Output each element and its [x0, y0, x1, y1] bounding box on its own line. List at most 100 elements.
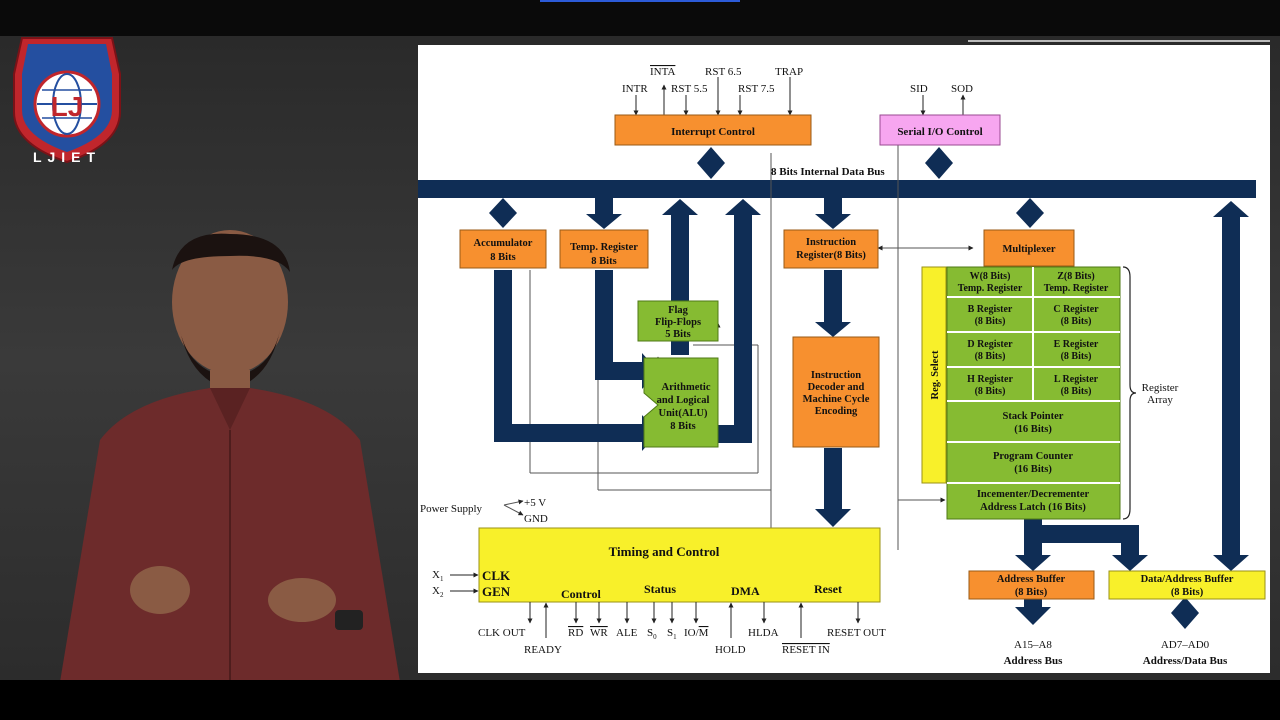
rst65-label: RST 6.5 — [705, 66, 742, 78]
reset-label: Reset — [814, 582, 842, 596]
accumulator-label: Accumulator — [474, 238, 533, 249]
e-register-bits: (8 Bits) — [1061, 351, 1092, 362]
data-address-buffer-block — [1108, 570, 1266, 600]
power-supply-label: Power Supply — [420, 503, 483, 515]
w-register-label: W(8 Bits) — [970, 271, 1011, 282]
accumulator-bits: 8 Bits — [490, 252, 515, 263]
gnd-label: GND — [524, 513, 548, 525]
serial-io-label: Serial I/O Control — [897, 126, 982, 138]
stack-pointer-label: Stack Pointer — [1003, 411, 1064, 422]
inta-label: INTA — [650, 66, 675, 78]
ljiet-logo: LJ LJIET — [13, 37, 121, 165]
internal-data-bus — [418, 180, 1256, 198]
x2-label: X2 — [432, 585, 444, 599]
alu-line1: Arithmetic — [662, 382, 711, 393]
incrementer-label: Incementer/Decrementer — [977, 489, 1090, 500]
timing-control-block — [478, 527, 881, 603]
register-array-bracket — [1122, 266, 1137, 520]
flag-flipflops-block — [637, 300, 719, 342]
bus-arrows — [489, 147, 1249, 629]
ad7-ad0-label: AD7–AD0 — [1161, 639, 1210, 651]
b-register-bits: (8 Bits) — [975, 316, 1006, 327]
instruction-register-label: Instruction — [806, 237, 856, 248]
gen-label: GEN — [482, 584, 511, 599]
alu-line2: and Logical — [657, 395, 710, 406]
address-buffer-label: Address Buffer — [997, 574, 1066, 585]
s1-label: S1 — [667, 627, 677, 641]
accumulator-block — [459, 229, 547, 269]
dma-label: DMA — [731, 584, 760, 598]
clk-label: CLK — [482, 568, 511, 583]
logo-initials: LJ — [51, 91, 84, 122]
rst55-label: RST 5.5 — [671, 83, 708, 95]
w-register-sub: Temp. Register — [958, 283, 1023, 294]
address-buffer-bits: (8 Bits) — [1015, 587, 1048, 598]
multiplexer-block — [983, 229, 1075, 267]
top-accent-bar — [540, 0, 740, 2]
sod-label: SOD — [951, 83, 973, 95]
timing-control-label: Timing and Control — [609, 544, 720, 559]
address-buffer-block — [968, 570, 1095, 600]
register-array-label2: Array — [1147, 394, 1173, 406]
presenter-figure — [60, 230, 400, 682]
architecture-diagram: 8 Bits Internal Data Bus — [418, 66, 1266, 667]
internal-bus-label: 8 Bits Internal Data Bus — [771, 166, 885, 178]
z-register-sub: Temp. Register — [1044, 283, 1109, 294]
address-data-bus-label: Address/Data Bus — [1143, 655, 1228, 667]
interrupt-pin-lines — [633, 77, 966, 116]
a15-a8-label: A15–A8 — [1014, 639, 1052, 651]
l-register-bits: (8 Bits) — [1061, 386, 1092, 397]
data-address-buffer-label: Data/Address Buffer — [1141, 574, 1234, 585]
flag-label: Flag — [668, 305, 689, 316]
wr-label: WR — [590, 627, 608, 639]
reset-out-label: RESET OUT — [827, 627, 886, 639]
x1-label: X1 — [432, 569, 444, 583]
stack-pointer-bits: (16 Bits) — [1014, 424, 1052, 435]
alu-line3: Unit(ALU) — [659, 408, 709, 419]
plus5v-label: +5 V — [524, 497, 546, 509]
register-array — [946, 266, 1121, 520]
clock-input-lines — [450, 572, 479, 594]
slide-edge-line — [968, 40, 1270, 42]
h-register-bits: (8 Bits) — [975, 386, 1006, 397]
b-register-label: B Register — [968, 304, 1013, 315]
z-register-label: Z(8 Bits) — [1057, 271, 1095, 282]
c-register-label: C Register — [1053, 304, 1099, 315]
decoder-line2: Decoder and — [808, 382, 865, 393]
program-counter-label: Program Counter — [993, 451, 1073, 462]
intr-label: INTR — [622, 83, 648, 95]
bottom-pin-lines — [527, 602, 861, 638]
trap-label: TRAP — [775, 66, 803, 78]
sid-label: SID — [910, 83, 928, 95]
rst75-label: RST 7.5 — [738, 83, 775, 95]
address-bus-label: Address Bus — [1004, 655, 1064, 667]
decoder-line1: Instruction — [811, 370, 861, 381]
status-label: Status — [644, 582, 676, 596]
reg-select-block — [921, 266, 947, 484]
reset-in-label: RESET IN — [782, 644, 830, 656]
decoder-line4: Encoding — [815, 406, 858, 417]
h-register-label: H Register — [967, 374, 1013, 385]
e-register-label: E Register — [1054, 339, 1099, 350]
temp-register-block — [559, 229, 649, 269]
instruction-decoder-block — [792, 336, 880, 448]
data-address-buffer-bits: (8 Bits) — [1171, 587, 1204, 598]
instruction-register-block — [783, 229, 879, 269]
d-register-label: D Register — [967, 339, 1013, 350]
decoder-line3: Machine Cycle — [803, 394, 870, 405]
s0-label: S0 — [647, 627, 657, 641]
alu-block — [643, 357, 719, 448]
reg-select-label: Reg. Select — [930, 350, 941, 399]
c-register-bits: (8 Bits) — [1061, 316, 1092, 327]
io-m-label: IO/M — [684, 627, 709, 639]
hold-label: HOLD — [715, 644, 746, 656]
control-label: Control — [561, 587, 601, 601]
program-counter-bits: (16 Bits) — [1014, 464, 1052, 475]
video-bottom-strip — [0, 680, 1280, 720]
interrupt-control-block — [614, 114, 812, 146]
slide-8085-architecture: 8 Bits Internal Data Bus — [418, 45, 1270, 673]
rd-label: RD — [568, 627, 583, 639]
ale-label: ALE — [616, 627, 638, 639]
flag-flipflops-label: Flip-Flops — [655, 317, 701, 328]
multiplexer-label: Multiplexer — [1002, 244, 1055, 255]
